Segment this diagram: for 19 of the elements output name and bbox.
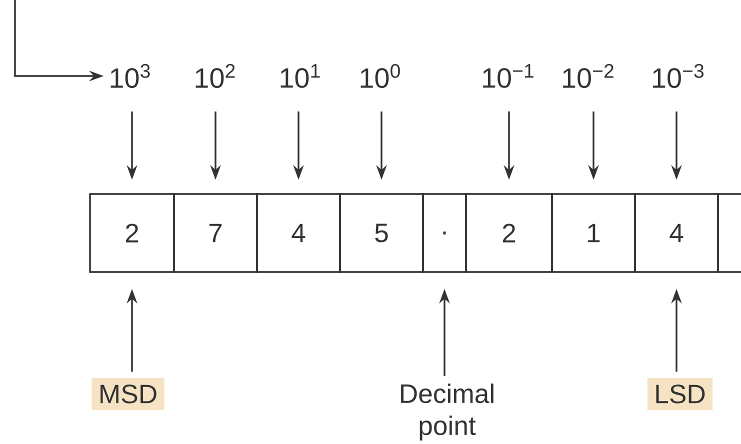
digit-cell: 1 (551, 193, 636, 273)
empty-cell (717, 193, 741, 273)
annotation-text: Decimal point (401, 384, 494, 440)
highlighted-label: LSD (647, 378, 713, 410)
highlighted-label: MSD (92, 378, 164, 410)
exponent-label: 10$^{0}$ (360, 64, 400, 88)
digit-cell: 7 (173, 193, 258, 273)
digit-cell: 4 (256, 193, 341, 273)
digit-cell: 4 (634, 193, 719, 273)
exponent-label: 10$^{−1}$ (483, 64, 534, 88)
exponent-label: 10$^{−3}$ (653, 64, 704, 88)
exponent-label: 10$^{1}$ (280, 64, 320, 88)
exponent-label: 10$^{3}$ (110, 64, 150, 88)
exponent-label: 10$^{−2}$ (563, 64, 614, 88)
exponent-label: 10$^{2}$ (196, 64, 235, 88)
digit-cell: . (422, 193, 467, 273)
digit-cell: 5 (339, 193, 424, 273)
digit-cell: 2 (89, 193, 175, 273)
digit-cell: 2 (465, 193, 553, 273)
